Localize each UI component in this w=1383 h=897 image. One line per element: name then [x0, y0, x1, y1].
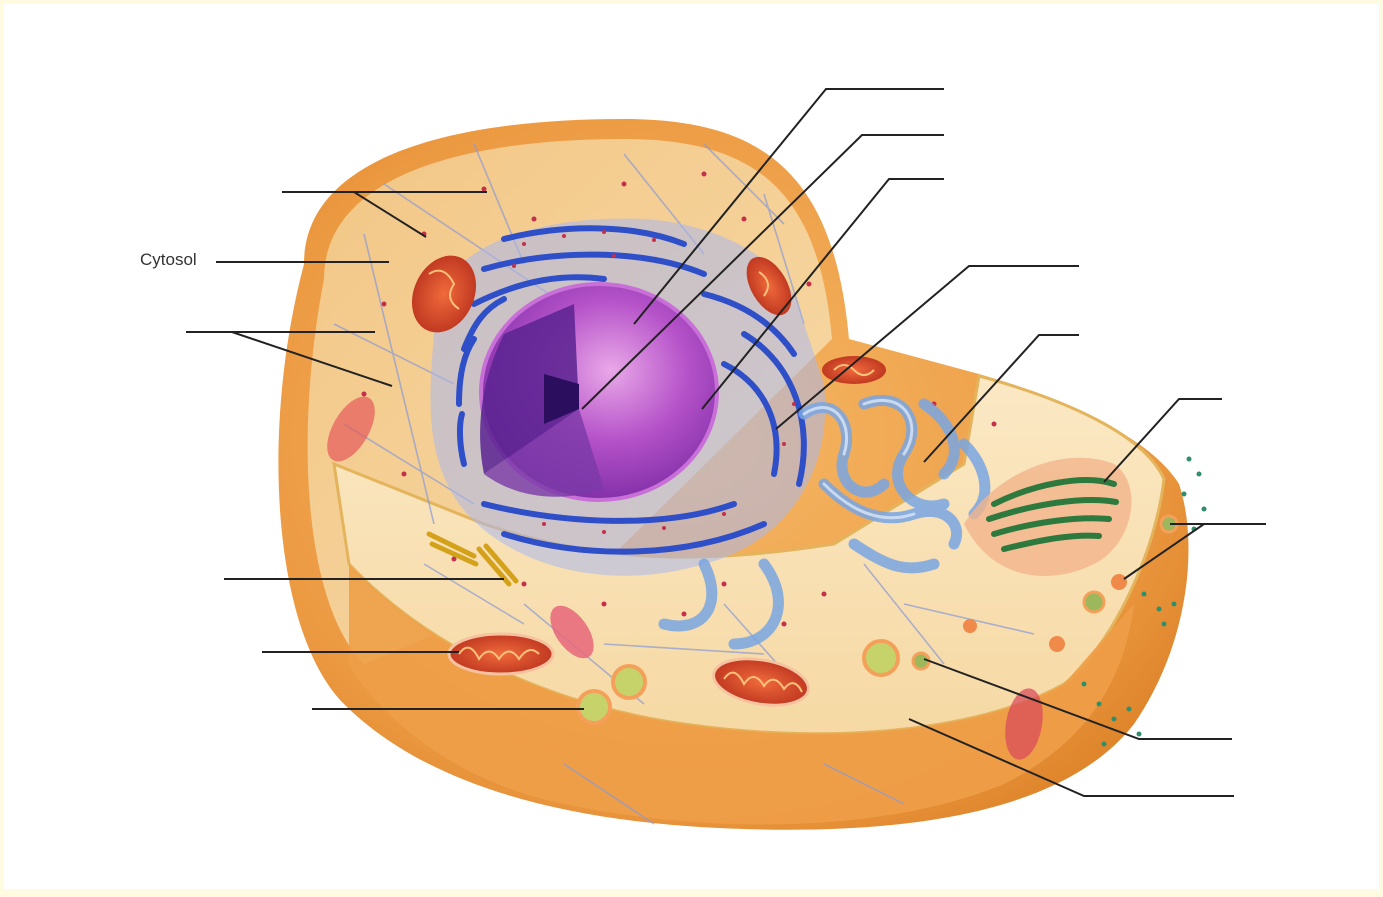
mitochondrion-top-floor [822, 356, 886, 384]
mitochondrion-left-floor [449, 634, 553, 674]
cytosol-label: Cytosol [140, 250, 197, 270]
animal-cell-illustration [4, 4, 1379, 889]
cell-diagram: Cytosol [4, 4, 1379, 889]
